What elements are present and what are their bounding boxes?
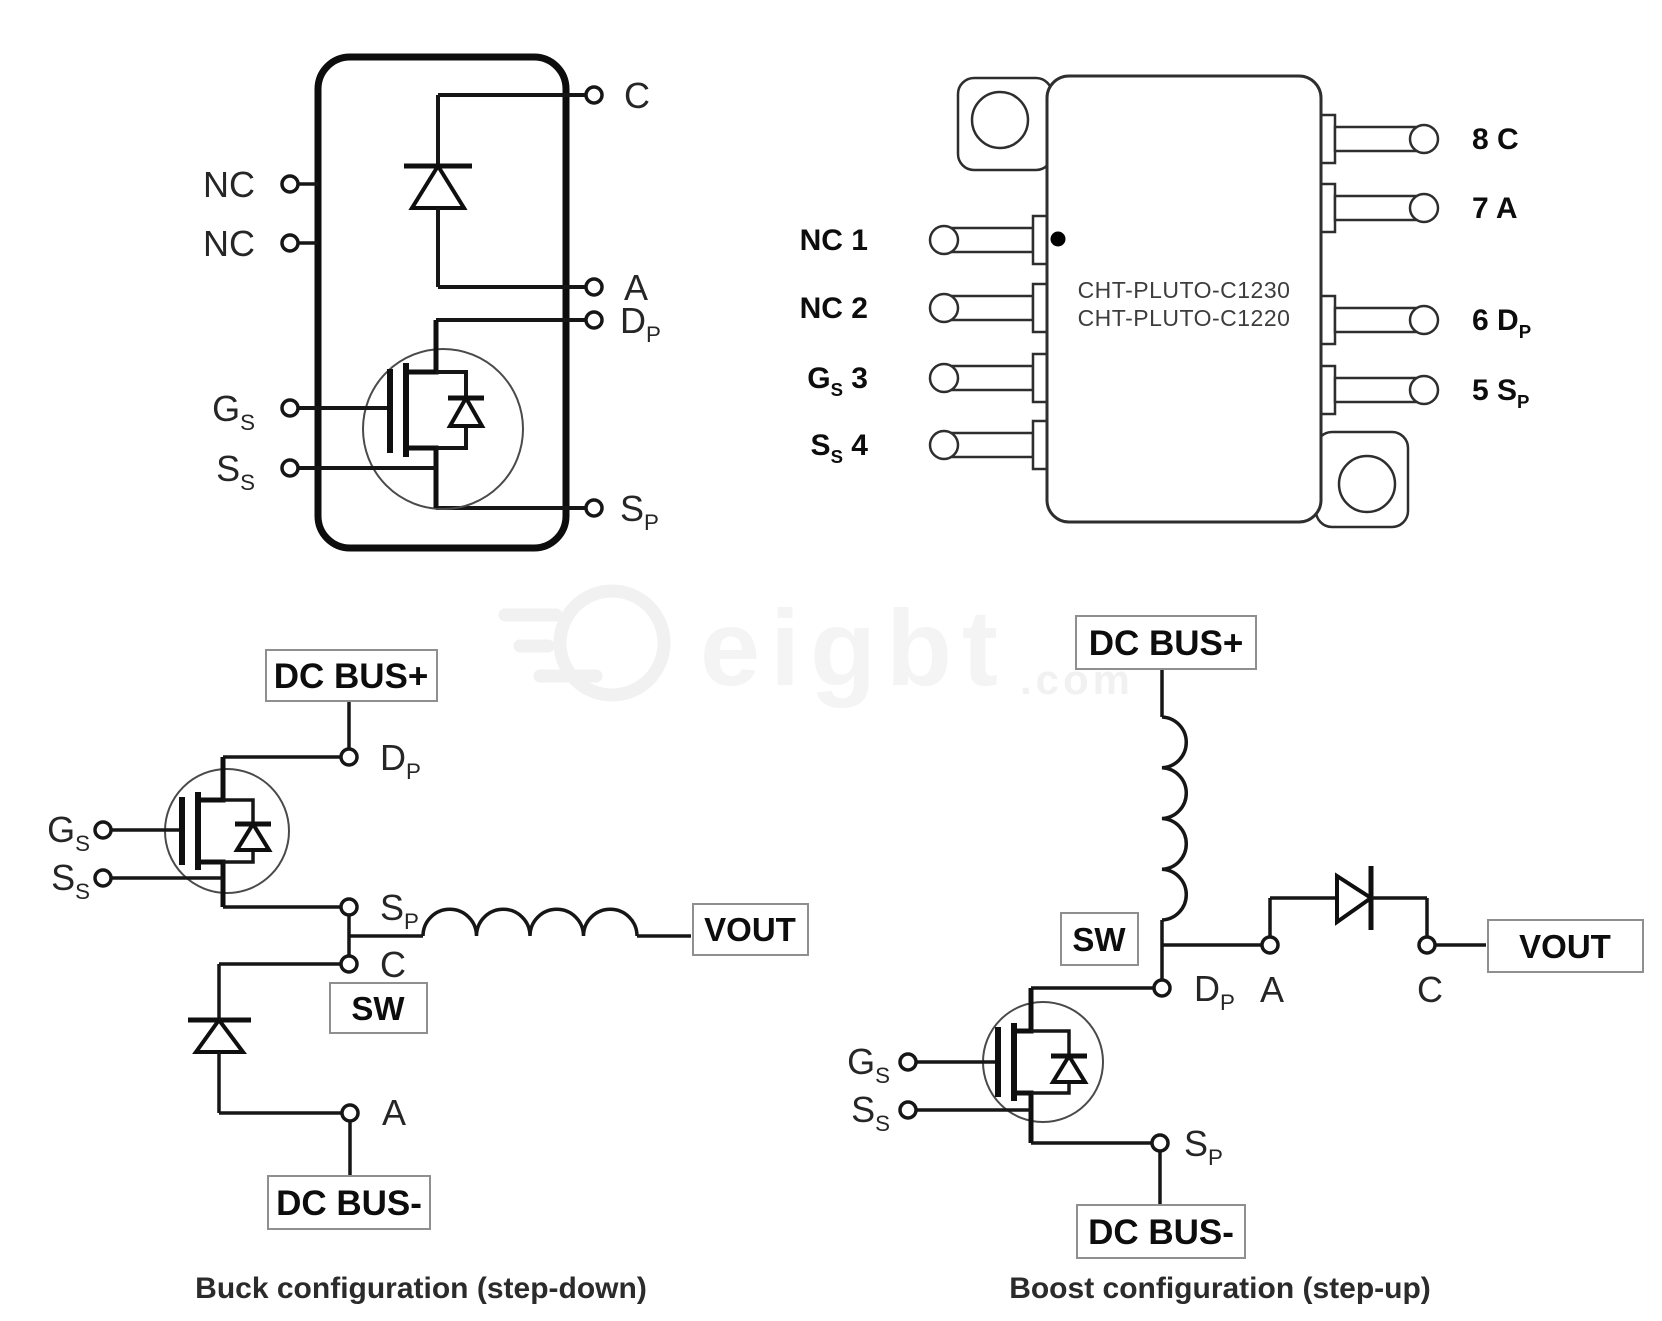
diode-symbol bbox=[1268, 866, 1429, 937]
diode-symbol bbox=[188, 1016, 251, 1113]
boost-caption: Boost configuration (step-up) bbox=[1009, 1272, 1431, 1305]
vout-label: VOUT bbox=[704, 911, 796, 948]
terminal-a bbox=[340, 1103, 360, 1123]
package-pin-left-3 bbox=[928, 352, 1051, 404]
pin-label-nc1: NC bbox=[203, 164, 255, 205]
package-pin-right-6 bbox=[1317, 294, 1440, 346]
pin-label-c: C bbox=[624, 75, 650, 116]
mosfet-symbol bbox=[916, 988, 1104, 1143]
inductor bbox=[421, 907, 639, 937]
terminal-sp bbox=[1150, 1133, 1170, 1153]
watermark-logo-icon bbox=[553, 584, 671, 702]
watermark-brand: eigbt bbox=[700, 587, 1008, 708]
terminal-gs bbox=[280, 398, 300, 418]
pkg-label-6dp: 6 DP bbox=[1472, 304, 1531, 342]
node-label-gs: GS bbox=[47, 809, 90, 856]
vout-box bbox=[1487, 919, 1644, 973]
mounting-hole bbox=[1337, 454, 1397, 514]
mounting-hole bbox=[970, 90, 1030, 150]
dc-bus-plus-label: DC BUS+ bbox=[274, 657, 429, 696]
terminal-ss bbox=[93, 868, 113, 888]
symbol-schematic: NC NC GS SS C A DP SP bbox=[203, 53, 661, 552]
inductor bbox=[1161, 715, 1188, 922]
package-pin-left-4 bbox=[928, 419, 1051, 471]
node-label-sp: SP bbox=[1184, 1123, 1223, 1170]
vout-label: VOUT bbox=[1519, 928, 1611, 965]
terminal-a bbox=[584, 277, 604, 297]
mosfet-symbol bbox=[111, 757, 290, 907]
terminal-c bbox=[1417, 935, 1437, 955]
terminal-nc1 bbox=[280, 174, 300, 194]
pkg-label-nc1: NC 1 bbox=[800, 224, 868, 257]
terminal-gs bbox=[93, 820, 113, 840]
package-pinout: CHT-PLUTO-C1230 CHT-PLUTO-C1220 NC 1 NC … bbox=[800, 74, 1531, 529]
node-label-gs: GS bbox=[847, 1041, 890, 1088]
dc-bus-minus-box bbox=[1076, 1204, 1246, 1259]
terminal-gs bbox=[898, 1052, 918, 1072]
buck-circuit: DC BUS+ SW VOUT DC BUS- DP GS SS SP C A … bbox=[47, 649, 809, 1305]
sw-box bbox=[329, 982, 428, 1034]
terminal-ss bbox=[280, 458, 300, 478]
vout-box bbox=[692, 903, 809, 956]
node-label-dp: DP bbox=[380, 737, 421, 784]
terminal-sp bbox=[339, 897, 359, 917]
pkg-label-nc2: NC 2 bbox=[800, 292, 868, 325]
pkg-label-7a: 7 A bbox=[1472, 192, 1518, 225]
package-pin-left-2 bbox=[928, 282, 1051, 334]
device-name-1: CHT-PLUTO-C1230 bbox=[1078, 277, 1291, 303]
pin-label-a: A bbox=[624, 267, 648, 308]
terminal-sp bbox=[584, 498, 604, 518]
terminal-c bbox=[339, 954, 359, 974]
boost-circuit: DC BUS+ SW VOUT DC BUS- DP A C GS SS SP … bbox=[847, 615, 1644, 1305]
node-label-dp: DP bbox=[1194, 968, 1235, 1015]
pin-label-nc2: NC bbox=[203, 223, 255, 264]
node-label-ss: SS bbox=[51, 857, 90, 904]
dc-bus-minus-box bbox=[267, 1175, 431, 1230]
sw-label: SW bbox=[1072, 921, 1126, 958]
symbol-outline bbox=[314, 53, 570, 552]
diode-symbol bbox=[404, 95, 472, 287]
terminal-c bbox=[584, 85, 604, 105]
pin-label-ss: SS bbox=[216, 448, 255, 495]
dc-bus-plus-label: DC BUS+ bbox=[1089, 624, 1244, 663]
terminal-dp bbox=[1152, 978, 1172, 998]
package-body bbox=[1045, 74, 1323, 524]
package-pin-right-8 bbox=[1317, 113, 1440, 165]
node-label-a: A bbox=[1260, 969, 1284, 1010]
package-pin-right-7 bbox=[1317, 182, 1440, 234]
node-label-sp: SP bbox=[380, 887, 419, 934]
terminal-a bbox=[1260, 935, 1280, 955]
terminal-dp bbox=[584, 310, 604, 330]
node-label-ss: SS bbox=[851, 1089, 890, 1136]
pkg-label-5sp: 5 SP bbox=[1472, 374, 1529, 412]
dc-bus-minus-label: DC BUS- bbox=[1088, 1213, 1234, 1252]
pkg-label-8c: 8 C bbox=[1472, 123, 1519, 156]
pin-label-dp: DP bbox=[620, 300, 661, 347]
terminal-nc2 bbox=[280, 233, 300, 253]
terminal-ss bbox=[898, 1100, 918, 1120]
node-label-a: A bbox=[382, 1092, 406, 1133]
node-label-c: C bbox=[380, 944, 406, 985]
dc-bus-minus-label: DC BUS- bbox=[276, 1184, 422, 1223]
pin-label-gs: GS bbox=[212, 388, 255, 435]
dc-bus-plus-box bbox=[265, 649, 438, 702]
sw-label: SW bbox=[351, 990, 405, 1027]
pin1-marker-dot bbox=[1050, 231, 1066, 247]
pin-label-sp: SP bbox=[620, 488, 659, 535]
dc-bus-plus-box bbox=[1075, 615, 1257, 670]
node-label-c: C bbox=[1417, 969, 1443, 1010]
pkg-label-gs3: GS 3 bbox=[807, 362, 868, 400]
device-name-2: CHT-PLUTO-C1220 bbox=[1078, 305, 1291, 331]
package-pin-right-5 bbox=[1317, 364, 1440, 416]
pkg-label-ss4: SS 4 bbox=[811, 429, 869, 467]
buck-caption: Buck configuration (step-down) bbox=[195, 1272, 647, 1305]
package-pin-left-1 bbox=[928, 214, 1051, 266]
watermark: eigbt .com bbox=[498, 584, 1130, 708]
terminal-dp bbox=[339, 747, 359, 767]
mosfet-symbol bbox=[298, 320, 524, 510]
sw-box bbox=[1060, 912, 1139, 966]
